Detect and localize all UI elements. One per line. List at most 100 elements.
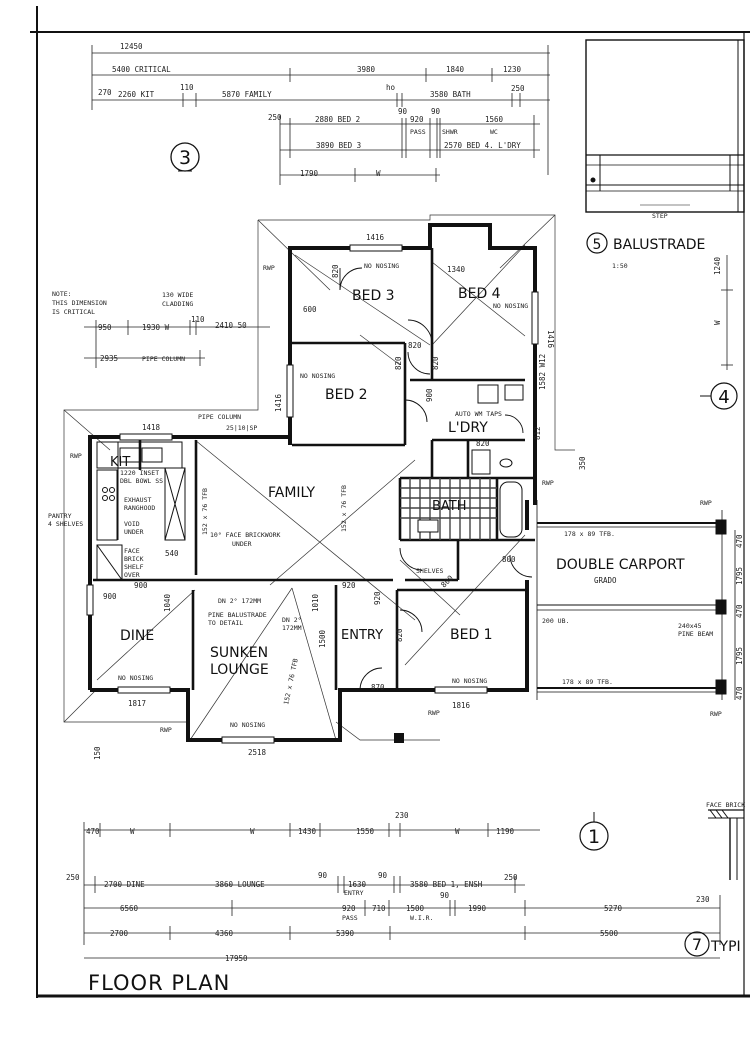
room-entry: ENTRY [341,628,383,643]
bdim-2700: 2700 [110,929,129,938]
room-sunken-lounge-1: SUNKEN [210,645,268,661]
beam-152-c: 152 x 76 TFB [282,658,300,706]
dim-920-b: 920 [373,591,382,605]
carport [536,500,736,700]
dim-820-e: 820 [476,439,490,448]
dn2-172mm: DN 2° 172MM [218,597,261,605]
dim-1240: 1240 [713,256,722,275]
kit-void: VOID [124,520,140,528]
no-nosing-bed1: NO NOSING [452,677,487,685]
dim-1340: 1340 [447,265,466,274]
balustrade-scale: 1:50 [612,262,628,270]
dim-250a: 250 [511,84,525,93]
no-nosing-bed3: NO NOSING [364,262,399,270]
dim-1500: 1500 [318,629,327,648]
kitchen-benches [96,441,186,581]
dim-1795-b: 1795 [735,647,744,665]
room-kit: KIT [110,455,130,470]
interior-walls [93,248,535,690]
plan-annotations: NO NOSING NO NOSING NO NOSING NO NOSING … [48,262,722,734]
bdim-w1: W [130,827,135,836]
left-dimension-lines [84,320,270,368]
dim-2880: 2880 BED 2 [315,115,360,124]
bdim-90b: 90 [378,871,388,880]
sheet-title: FLOOR PLAN [88,971,230,995]
dim-820-d: 820 [431,356,440,370]
dim-3890: 3890 BED 3 [316,141,361,150]
bath-fixtures [417,384,524,538]
no-nosing-bed4: NO NOSING [493,302,528,310]
no-nosing-dine: NO NOSING [118,674,153,682]
beam-152-a: 152 x 76 TFB [201,488,209,535]
face-brick-2: BRICK [124,555,144,563]
typical-label: TYPI [710,939,741,955]
brickwork-note-1: 10° FACE BRICKWORK [210,531,281,539]
bdim-wir: W.I.R. [410,914,433,922]
detail-marker-3: 3 [170,142,200,172]
dim-470-b: 470 [735,604,744,618]
tfb-178-top: 178 x 89 TFB. [564,530,615,538]
dim-1010: 1010 [311,593,320,612]
dim-90a: 90 [398,107,408,116]
bdim-920: 920 [342,904,356,913]
dim-920-a: 920 [342,581,356,590]
beam-152-b: 152 x 76 TFB [340,485,348,532]
bdim-w2: W [250,827,255,836]
marker-5-number: 5 [593,237,602,253]
dim-pipe-column: PIPE COLUMN [142,355,185,363]
rwp-5: RWP [542,479,554,487]
dn2-label: DN 2° [282,616,302,624]
bdim-90c: 90 [440,891,450,900]
pine-balustrade-1: PINE BALUSTRADE [208,611,267,619]
room-family: FAMILY [268,485,315,501]
rwp-4: RWP [428,709,440,717]
bdim-710: 710 [372,904,386,913]
dim-5400: 5400 CRITICAL [112,65,171,74]
dim-1817: 1817 [128,699,146,708]
bdim-4360: 4360 [215,929,234,938]
dim-1795-a: 1795 [735,567,744,585]
kit-exhaust: EXHAUST [124,496,151,504]
dim-900-dine-a: 900 [103,592,117,601]
bdim-1430: 1430 [298,827,317,836]
tfb-178-bottom: 178 x 89 TFB. [562,678,613,686]
marker-1-number: 1 [588,826,600,848]
dim-ho: ho [386,83,396,92]
dim-1416-bed4: 1416 [546,330,555,349]
bdim-5270: 5270 [604,904,623,913]
dim-1816: 1816 [452,701,471,710]
carport-grado: GRADO [594,576,617,585]
shelves-label: SHELVES [416,567,443,575]
dim-1416-bed2: 1416 [274,393,283,412]
bdim-5500: 5500 [600,929,619,938]
dim-900-ldry: 900 [425,388,434,402]
face-brick-1: FACE [124,547,140,555]
dim-3580: 3580 BATH [430,90,471,99]
room-bed2: BED 2 [325,387,368,403]
bdim-2700-dine: 2700 DINE [104,880,145,889]
face-brick-bottom-label: FACE BRICK [706,801,745,809]
dim-470-a: 470 [735,534,744,548]
note-line-3: IS CRITICAL [52,308,95,316]
right-vertical-dims [721,255,733,370]
room-sunken-lounge-2: LOUNGE [210,662,269,678]
dim-950: 950 [98,323,112,332]
bdim-1190: 1190 [496,827,515,836]
dim-2935: 2935 [100,354,118,363]
dim-90b: 90 [431,107,441,116]
detail-marker-7: 7 TYPI [684,931,741,957]
dim-5870: 5870 FAMILY [222,90,272,99]
dim-1840: 1840 [446,65,465,74]
bdim-1990: 1990 [468,904,487,913]
cladding-line-2: CLADDING [162,300,193,308]
room-bath: BATH [432,499,467,514]
dim-1418: 1418 [142,423,161,432]
dim-250b: 250 [268,113,282,122]
face-brick-3: SHELF [124,563,144,571]
rwp-7: RWP [710,710,722,718]
bdim-1550: 1550 [356,827,375,836]
windows [86,244,539,744]
auto-wm-taps: AUTO WM TAPS [455,410,502,418]
note-line-2: THIS DIMENSION [52,299,107,307]
room-double-carport: DOUBLE CARPORT [556,557,685,573]
